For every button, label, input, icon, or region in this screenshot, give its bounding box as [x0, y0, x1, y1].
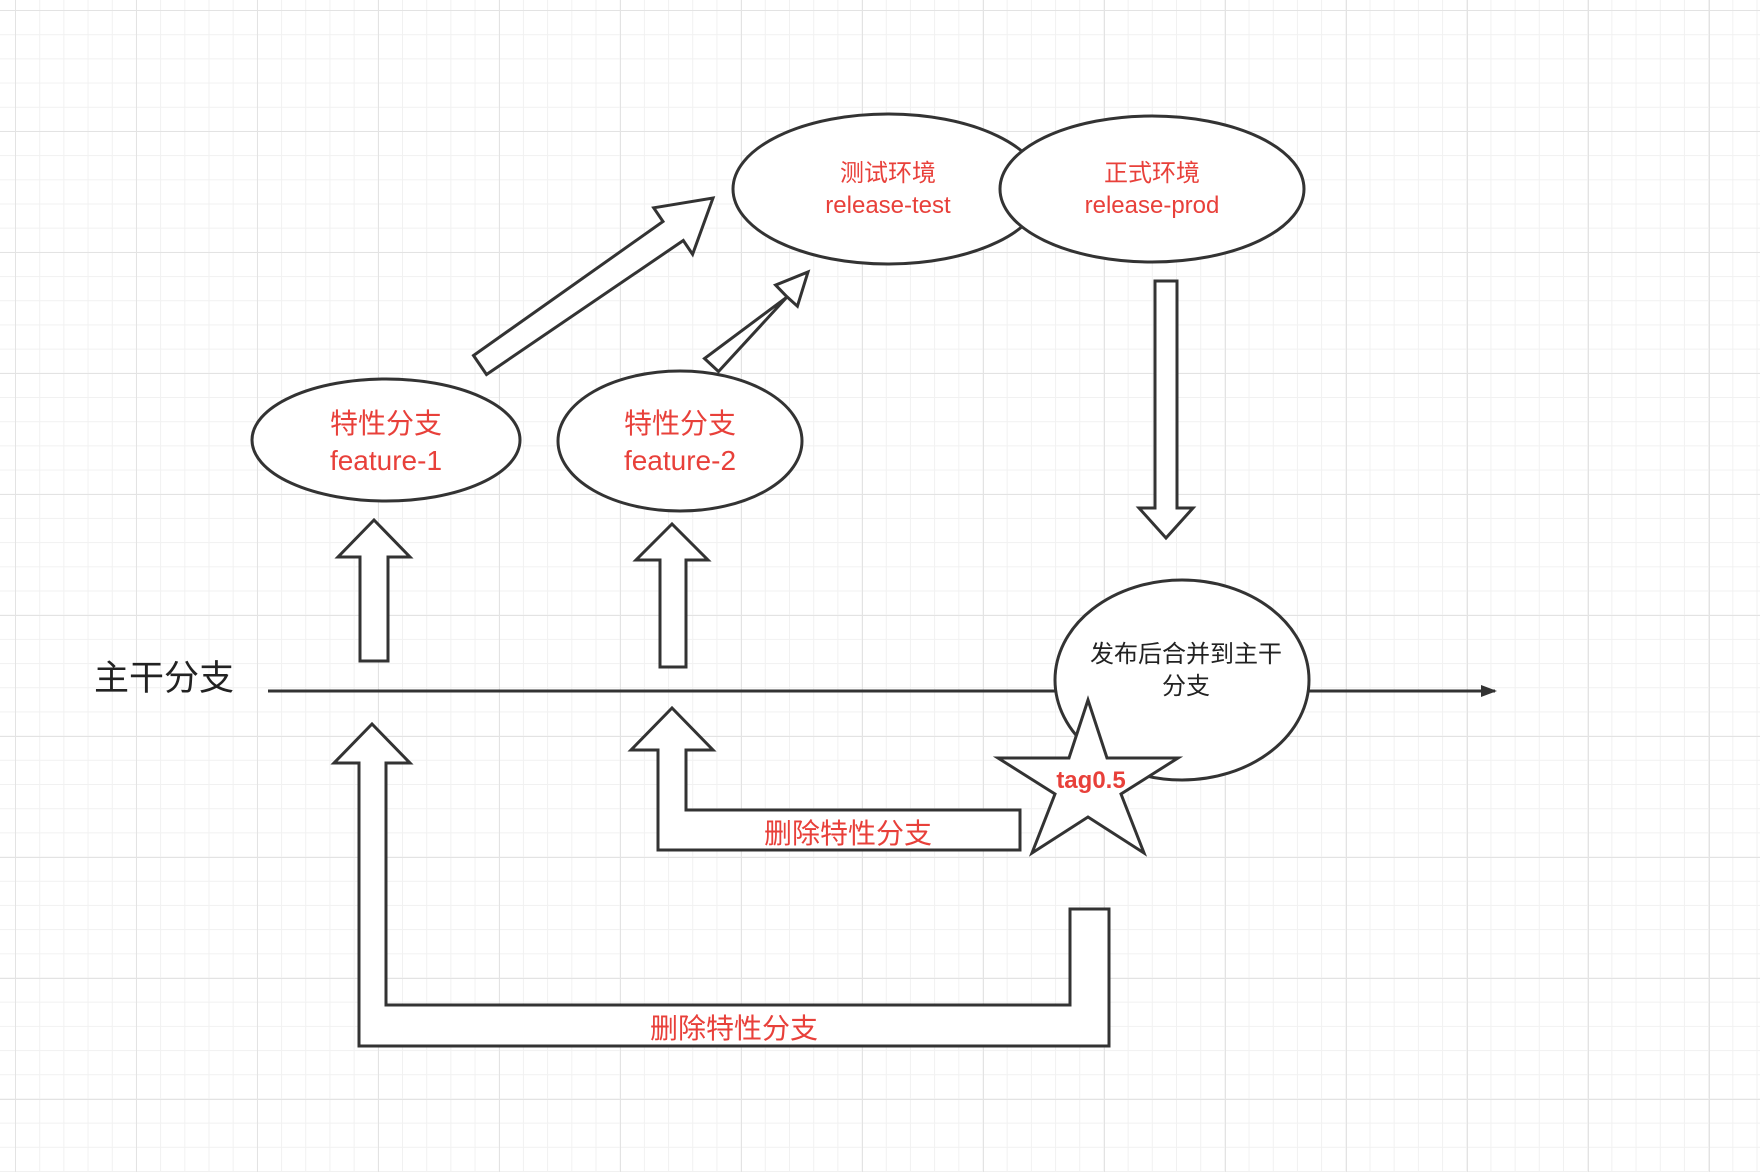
trunk-label: 主干分支 [94, 659, 234, 698]
test-env-name: release-test [825, 192, 951, 219]
down-arrow-prod [1135, 279, 1197, 541]
tag-label: tag0.5 [1056, 767, 1125, 794]
feature-1-name: feature-1 [330, 445, 442, 476]
merge-node-circle[interactable] [1053, 578, 1311, 782]
up-arrow-feature-1 [334, 517, 414, 663]
feature-1-title: 特性分支 [330, 408, 442, 439]
test-env-title: 测试环境 [840, 160, 936, 187]
delete-path-lower [330, 721, 1111, 1048]
merge-node-line1: 发布后合并到主干 [1090, 641, 1282, 668]
test-env-ellipse[interactable] [731, 112, 1045, 266]
delete-label-lower: 删除特性分支 [650, 1013, 818, 1044]
prod-env-name: release-prod [1085, 192, 1220, 219]
feature-2-ellipse[interactable] [556, 369, 804, 513]
up-arrow-feature-2 [632, 521, 712, 669]
tag-star[interactable] [992, 695, 1184, 857]
feature-2-name: feature-2 [624, 445, 736, 476]
feature-2-title: 特性分支 [624, 408, 736, 439]
merge-node-line2: 分支 [1162, 673, 1210, 700]
delete-label-upper: 删除特性分支 [764, 818, 932, 849]
diagonal-arrow-feature-2 [702, 269, 811, 374]
diagonal-arrow-feature-1 [471, 196, 716, 377]
feature-1-ellipse[interactable] [250, 377, 522, 503]
prod-env-ellipse[interactable] [998, 114, 1306, 264]
delete-path-upper [627, 705, 1022, 852]
prod-env-title: 正式环境 [1104, 160, 1200, 187]
